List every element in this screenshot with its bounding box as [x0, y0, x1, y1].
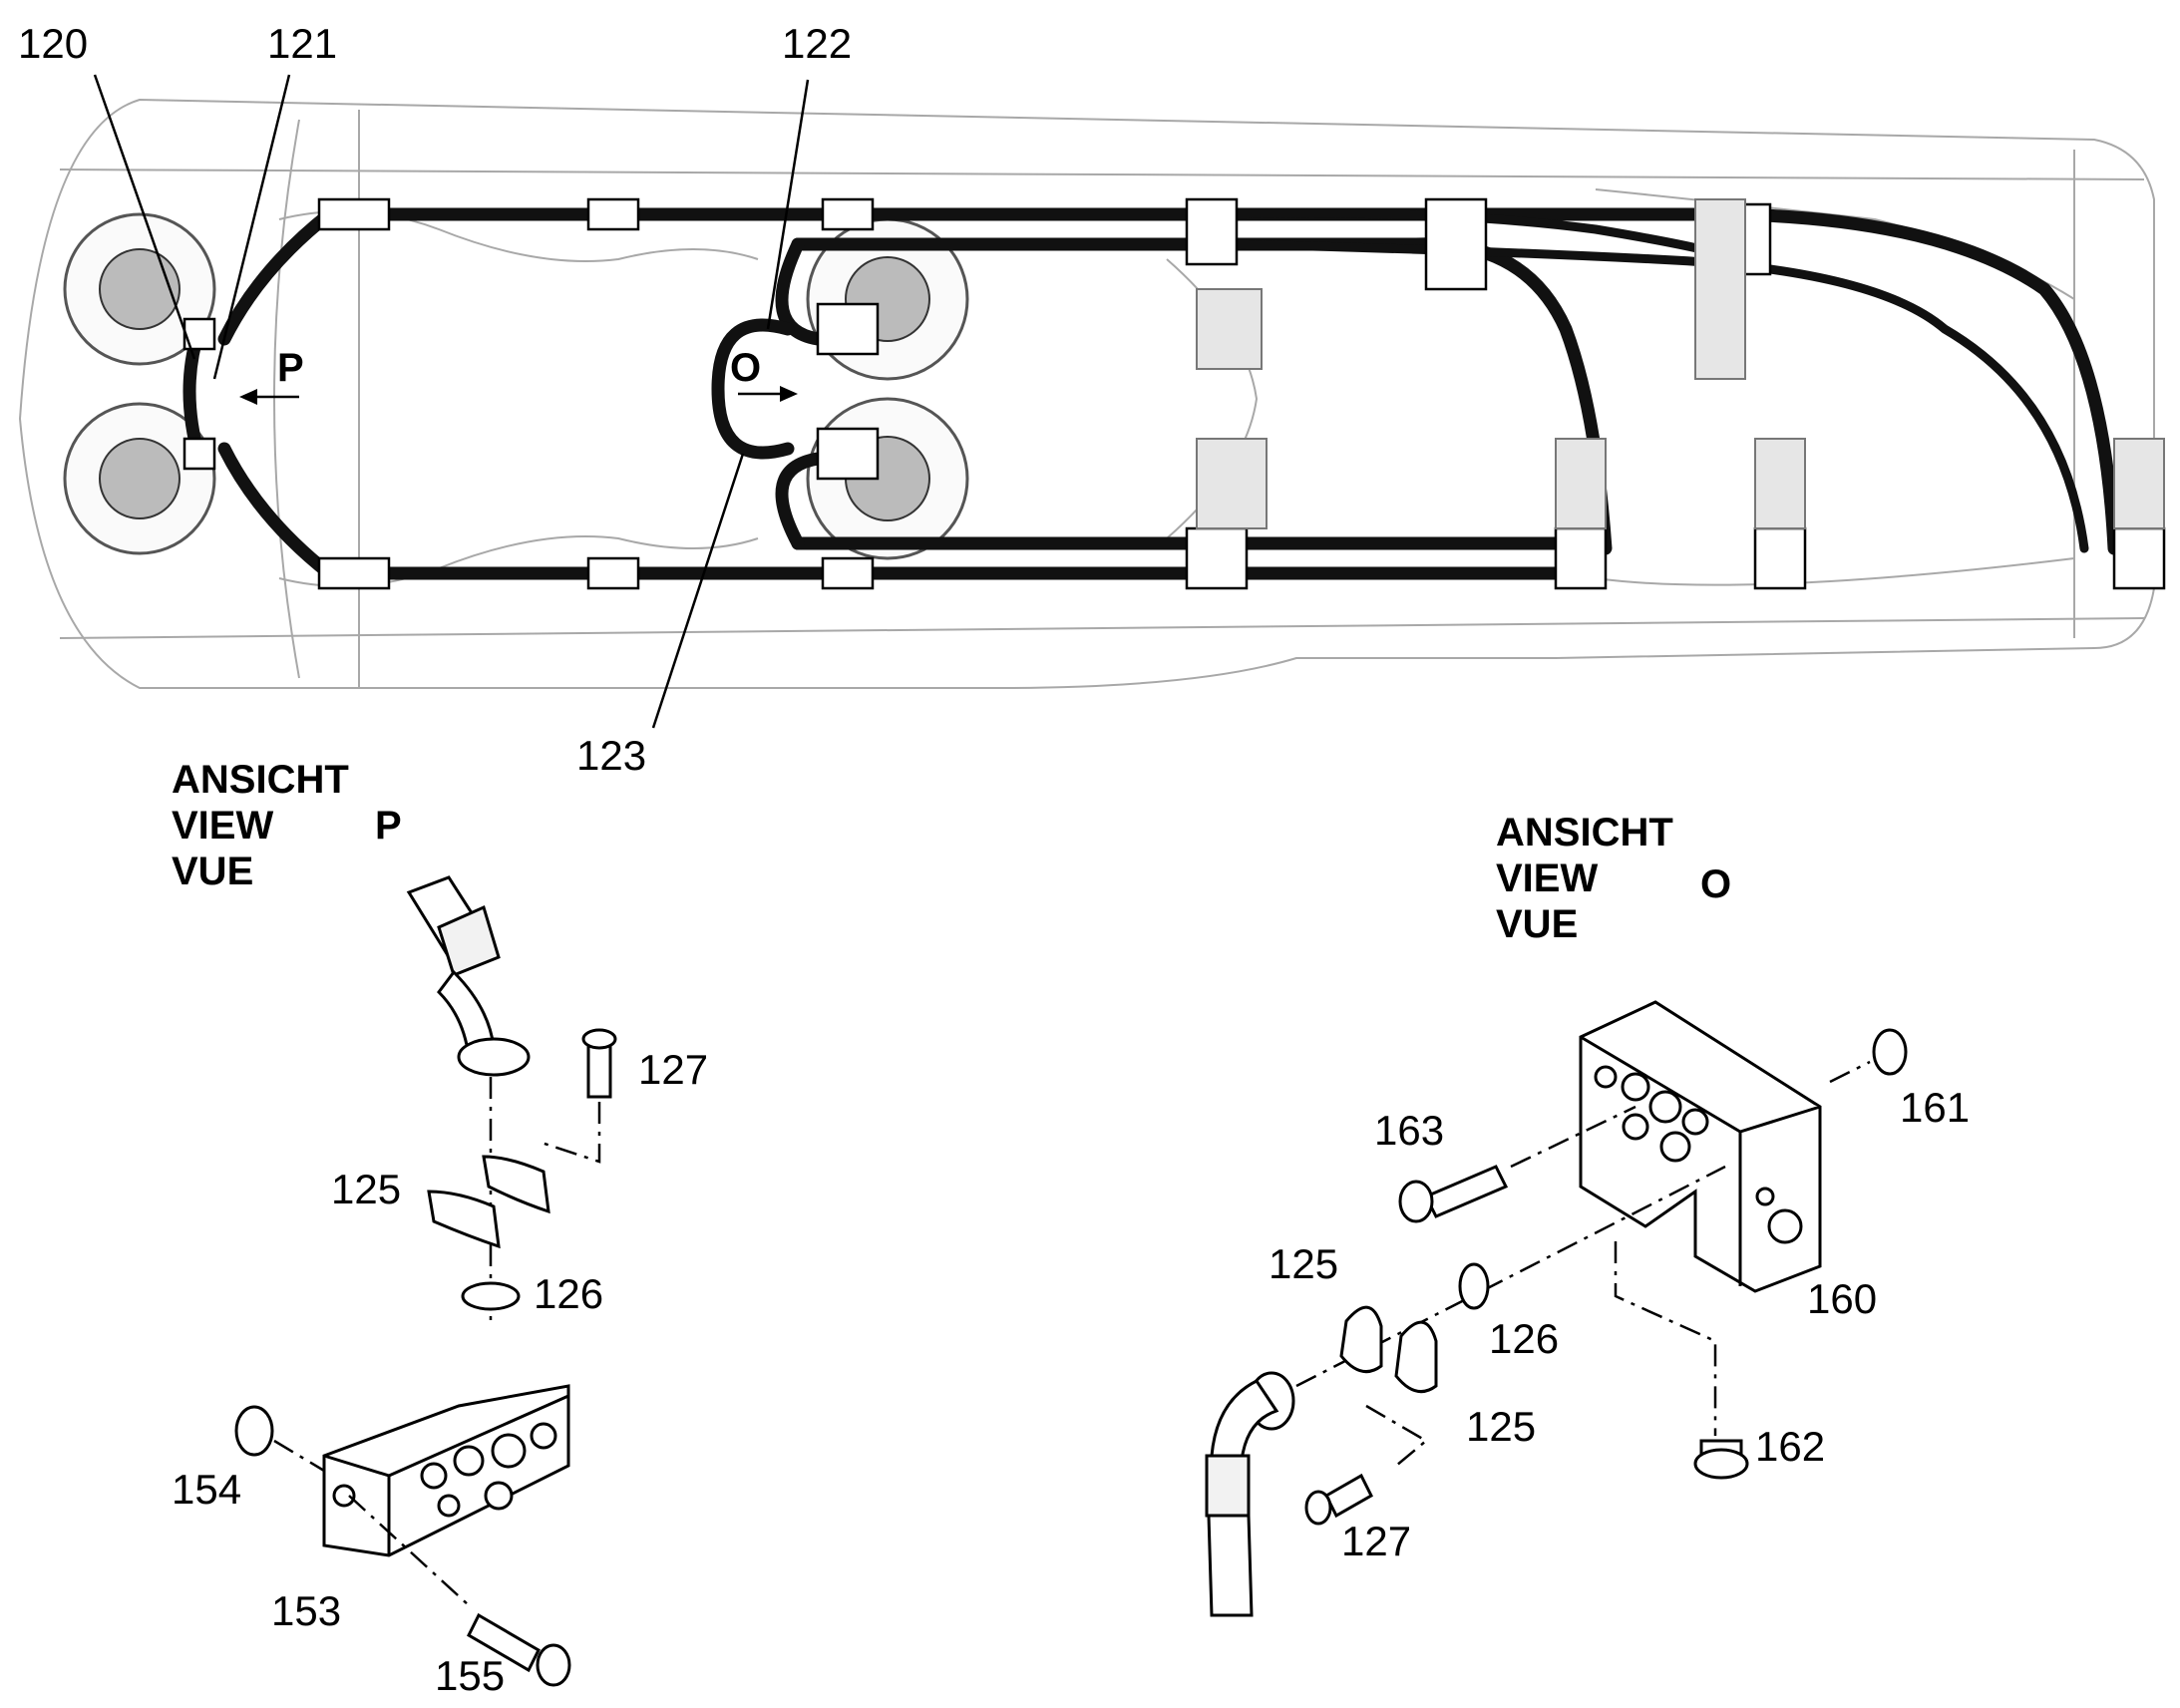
view-arrow-o: O — [730, 346, 798, 402]
callout-163: 163 — [1374, 1107, 1444, 1154]
view-arrow-p: P — [239, 346, 304, 405]
callout-123: 123 — [576, 732, 646, 779]
callout-125-o-bottom: 125 — [1466, 1403, 1536, 1450]
callout-121: 121 — [267, 20, 337, 67]
drive-motors — [63, 212, 969, 560]
callout-125-o-top: 125 — [1269, 1240, 1338, 1287]
callout-126-p: 126 — [534, 1270, 603, 1317]
view-p-line1: ANSICHT — [172, 758, 349, 802]
view-o-line3: VUE — [1496, 902, 1578, 946]
callout-125-p: 125 — [331, 1166, 401, 1212]
callout-155: 155 — [435, 1652, 505, 1699]
hydraulic-hoses — [182, 207, 2121, 580]
callout-120: 120 — [18, 20, 88, 67]
callout-153: 153 — [271, 1587, 341, 1634]
callout-122: 122 — [782, 20, 852, 67]
callout-127-o: 127 — [1341, 1518, 1411, 1564]
arrow-p-label: P — [277, 346, 304, 390]
valve-blocks — [182, 197, 2166, 590]
view-o-line1: ANSICHT — [1496, 811, 1673, 854]
callout-161: 161 — [1900, 1084, 1970, 1131]
motor-top-left-core — [99, 248, 181, 330]
callout-162: 162 — [1755, 1423, 1825, 1470]
callout-127-p: 127 — [638, 1046, 708, 1093]
view-p-letter: P — [375, 804, 402, 848]
view-o-line2: VIEW — [1496, 856, 1598, 900]
arrow-o-label: O — [730, 346, 761, 390]
view-p-assembly — [234, 875, 617, 1687]
view-p-title: ANSICHT VIEW VUE P — [172, 758, 402, 893]
chassis-outline — [18, 98, 2155, 689]
view-p-line2: VIEW — [172, 804, 273, 848]
view-o-letter: O — [1700, 862, 1731, 906]
motor-bottom-left-core — [99, 438, 181, 519]
view-o-assembly — [1205, 1000, 1908, 1617]
callout-160: 160 — [1807, 1275, 1877, 1322]
callout-126-o: 126 — [1489, 1315, 1559, 1362]
leader-lines-main — [93, 74, 810, 729]
view-p-line3: VUE — [172, 850, 253, 893]
view-o-title: ANSICHT VIEW VUE O — [1496, 811, 1731, 946]
callout-154: 154 — [172, 1466, 241, 1513]
